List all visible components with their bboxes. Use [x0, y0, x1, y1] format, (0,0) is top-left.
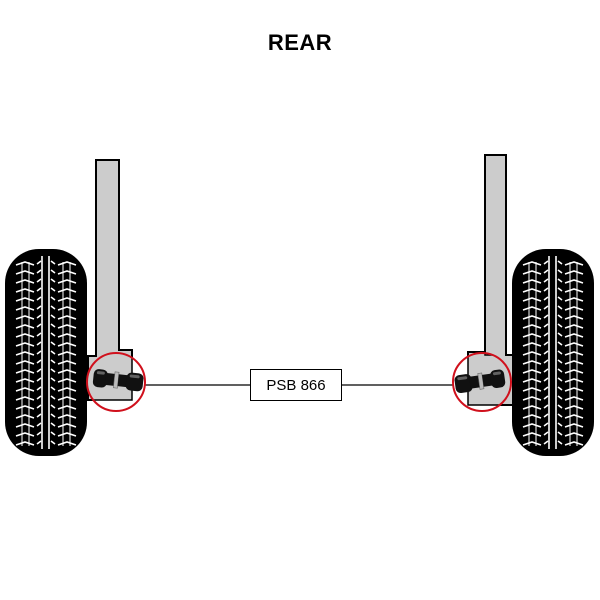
- right-bush-callout: [452, 352, 512, 412]
- left-bush-icon: [92, 369, 144, 392]
- left-tyre-icon: [5, 249, 87, 456]
- right-bush-icon: [454, 369, 506, 394]
- right-tyre-icon: [512, 249, 594, 456]
- diagram-title: REAR: [267, 30, 333, 55]
- part-number-label: PSB 866: [250, 369, 342, 401]
- left-bush-callout: [86, 352, 146, 412]
